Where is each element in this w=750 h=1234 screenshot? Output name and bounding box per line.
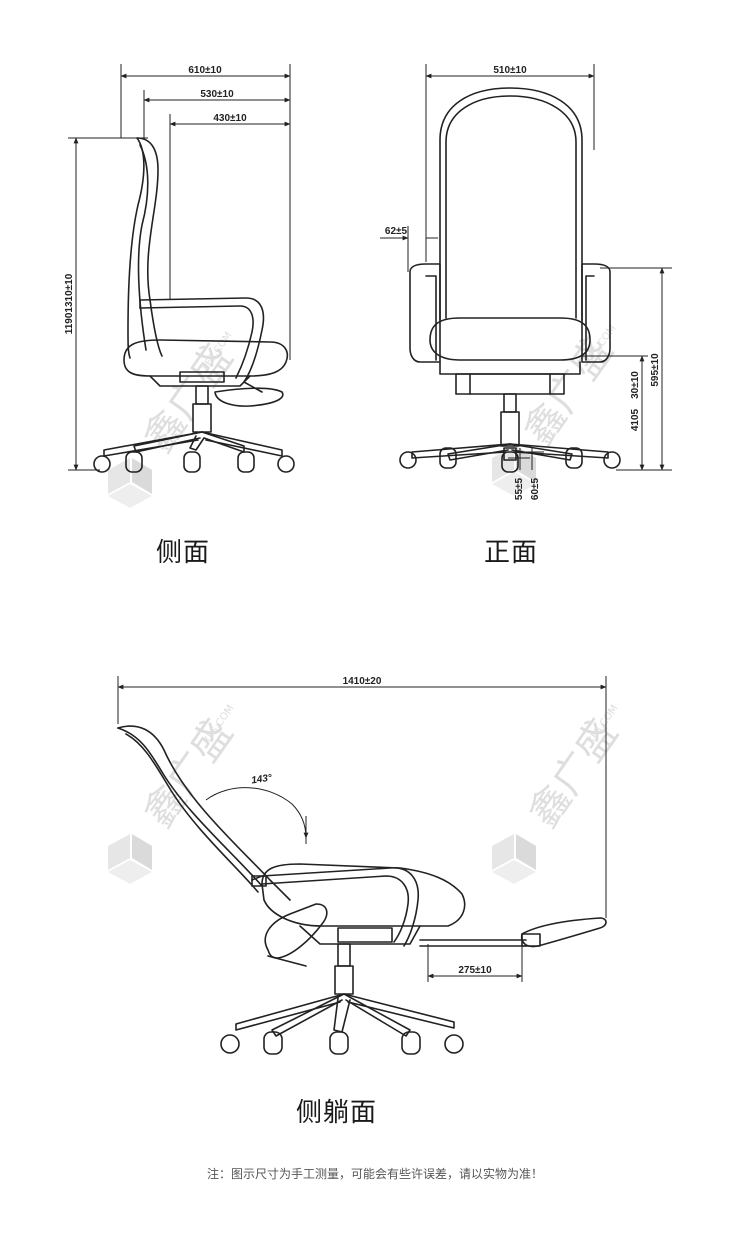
side-chair-drawing (93, 137, 295, 473)
dim-footrest: 275±10 (458, 965, 492, 976)
dim-height-range: 11901310±10 (64, 273, 75, 334)
dim-depth-total: 610±10 (188, 65, 222, 76)
dim-seat-travel: 30±10 (630, 371, 641, 399)
dim-base-b: 60±5 (530, 477, 541, 500)
watermark-recline-right: 鑫广盛 XFS.COM (492, 703, 627, 884)
watermark-brand-text: 鑫广盛 (521, 711, 628, 836)
recline-view: 1410±20 143° 275±10 (117, 676, 607, 1055)
watermark-side: 鑫广盛 XFS.COM (108, 330, 242, 508)
dim-angle: 143° (251, 772, 274, 786)
watermark-front: 鑫广盛 XFS.COM (492, 323, 622, 496)
watermark-recline-left: 鑫广盛 XFS.COM (108, 703, 242, 884)
dim-base-a: 55±5 (514, 477, 525, 500)
dim-width: 510±10 (493, 65, 527, 76)
watermark-brand-text: 鑫广盛 (136, 711, 243, 836)
watermark-logo-icon (108, 834, 152, 884)
dim-arm-height: 595±10 (650, 353, 661, 387)
caption-recline-view: 侧躺面 (296, 1098, 378, 1128)
dim-length: 1410±20 (343, 676, 382, 687)
side-view: 610±10 530±10 430±10 11901310±10 (64, 64, 295, 473)
caption-side-view: 侧面 (156, 538, 211, 568)
watermark-logo-icon (108, 458, 152, 508)
front-chair-drawing (399, 87, 621, 473)
disclaimer-note: 注：图示尺寸为手工测量，可能会有些许误差，请以实物为准！ (206, 1167, 543, 1181)
caption-front-view: 正面 (484, 538, 539, 568)
dim-seat-height: 4105 (630, 408, 641, 431)
dim-depth-seat: 430±10 (213, 113, 247, 124)
front-view: 510±10 62±5 595±10 30±10 4105 55±5 60±5 (380, 64, 672, 500)
recline-chair-drawing (117, 725, 607, 1055)
watermark-logo-icon (492, 834, 536, 884)
dim-depth-mid: 530±10 (200, 89, 234, 100)
watermark-logo-icon (492, 446, 536, 496)
dim-arm-offset: 62±5 (385, 226, 408, 237)
watermark-brand-text: 鑫广盛 (516, 329, 623, 454)
